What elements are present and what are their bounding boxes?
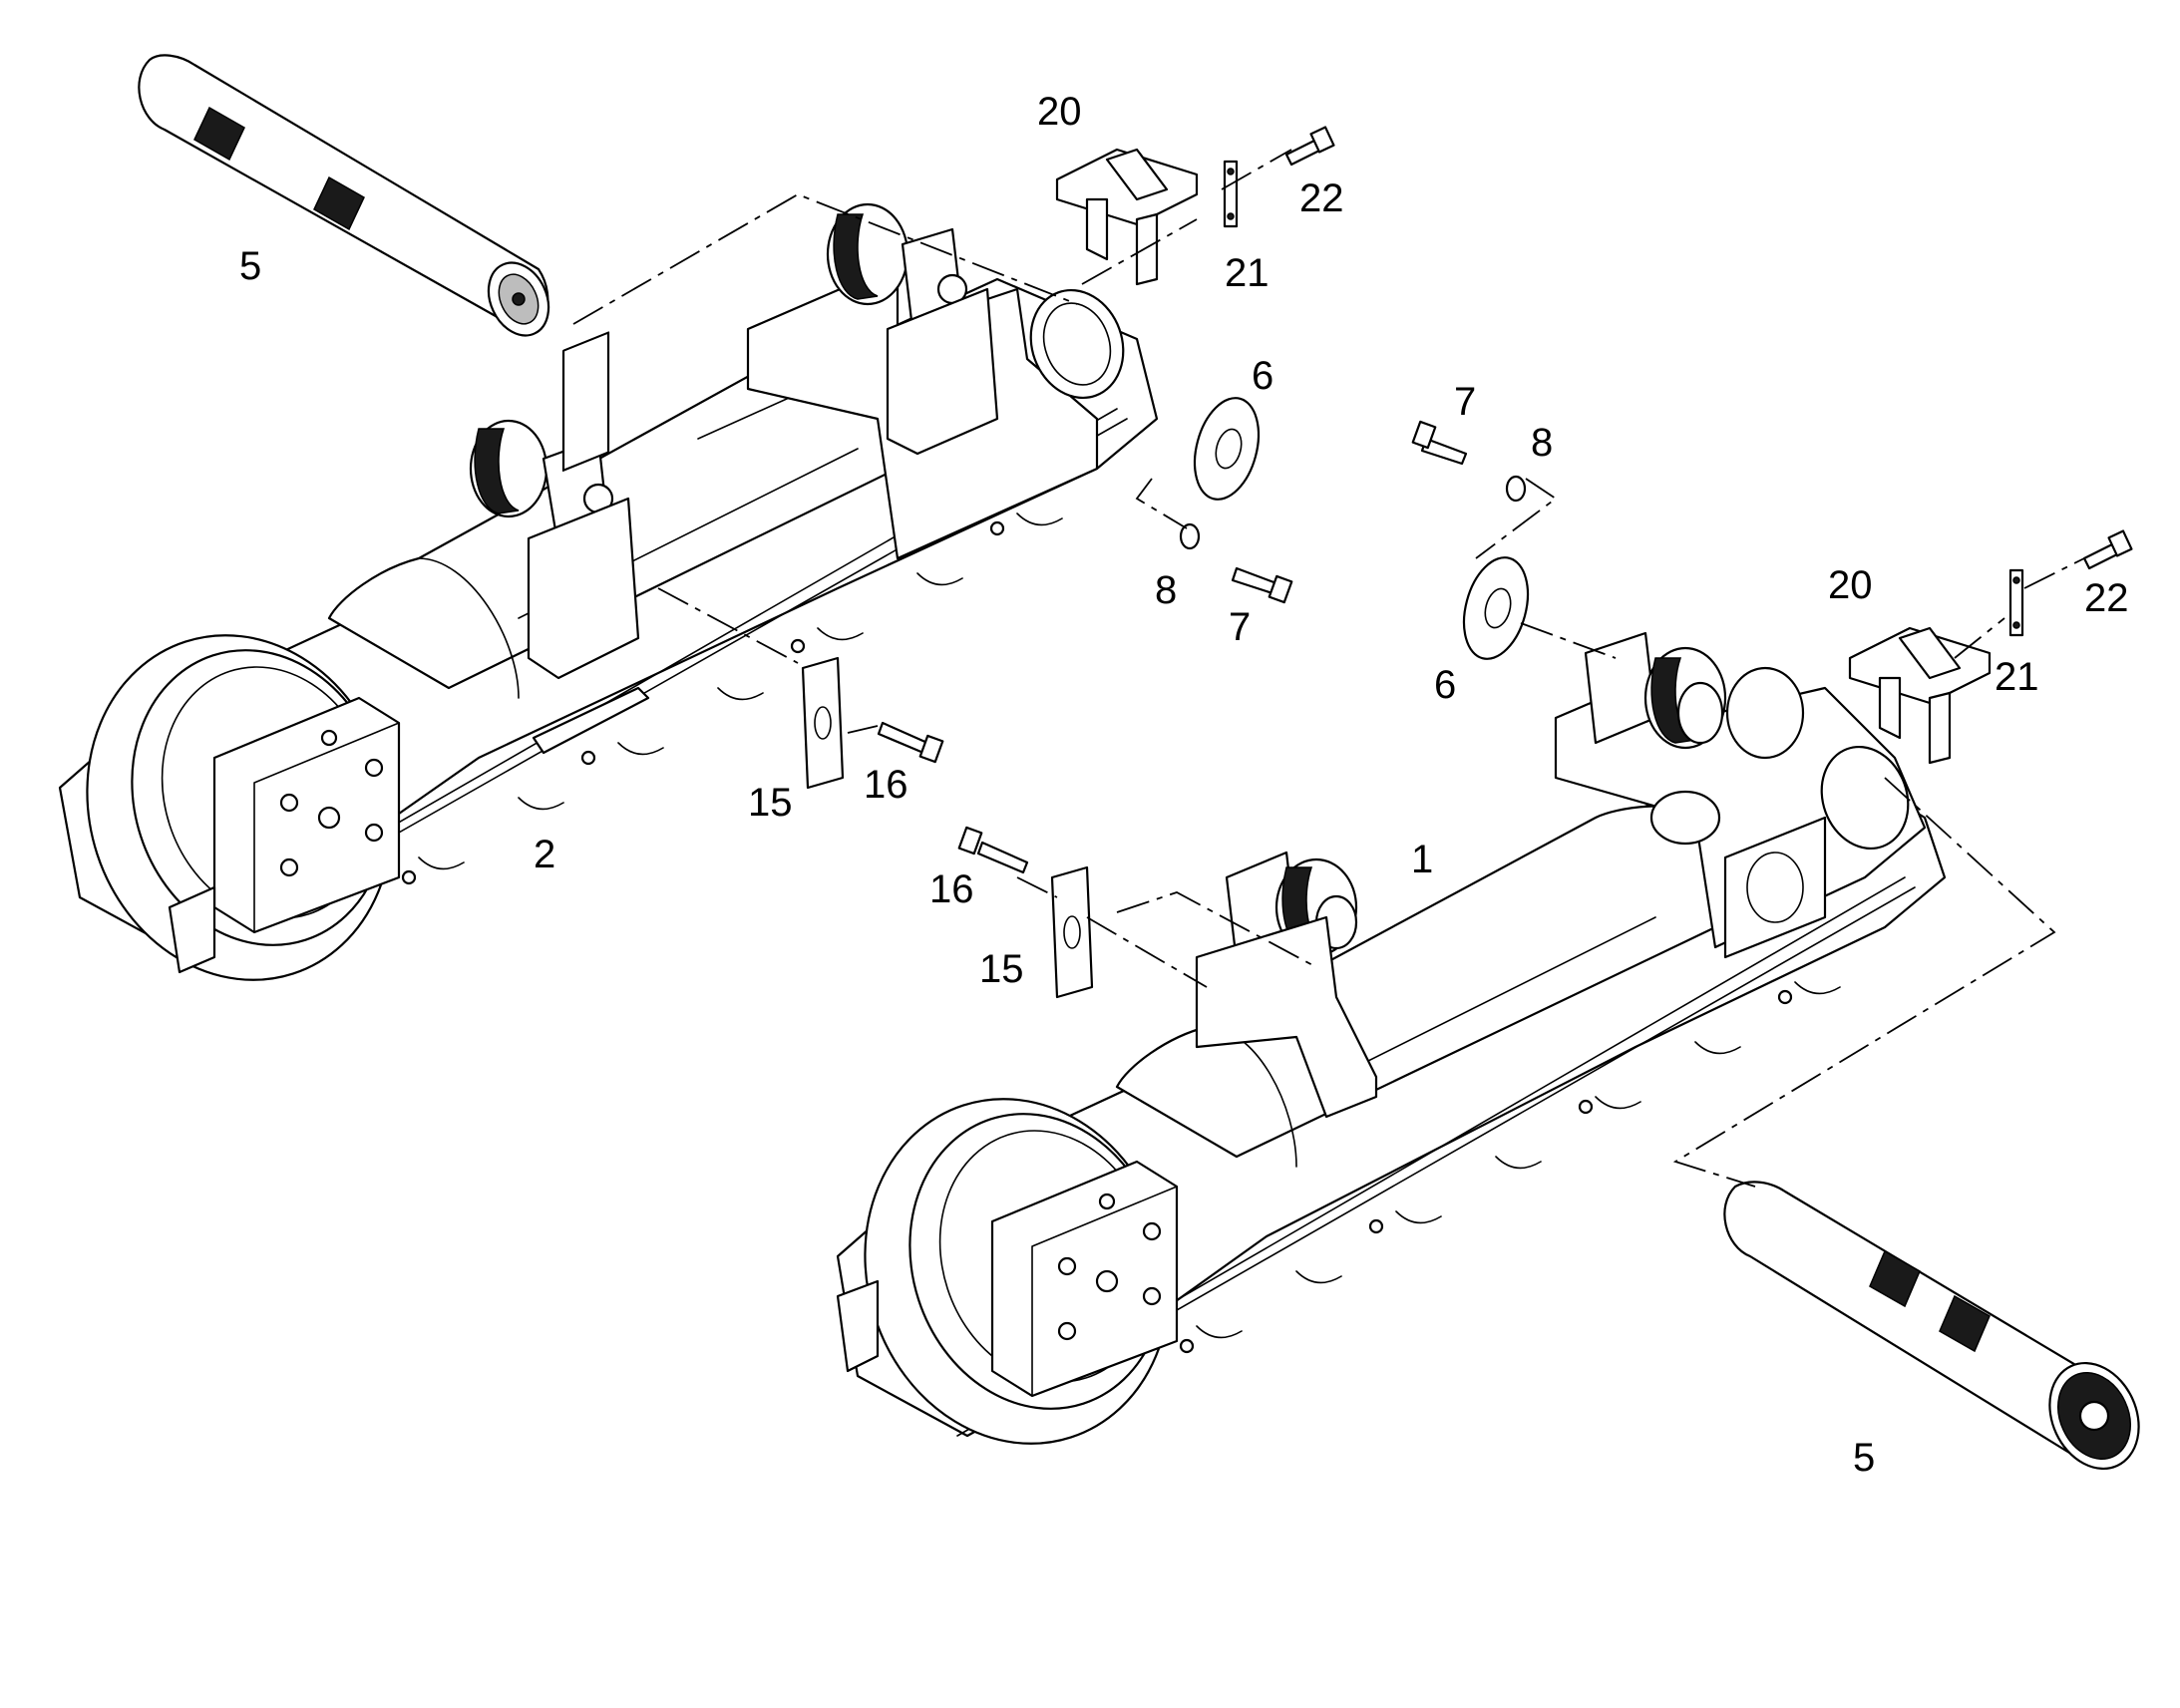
recoil-spring-upper-front: [469, 331, 650, 755]
bolt-22-right: [2082, 529, 2133, 570]
shaft-5-top: [138, 54, 550, 337]
bolt-16-right: [957, 826, 1029, 874]
bolt-7-bottom: [1231, 566, 1293, 604]
idler-wheel-lower: [836, 1098, 1179, 1445]
label-item-15-left: 15: [748, 781, 793, 825]
label-item-20-right: 20: [1828, 563, 1873, 607]
label-item-8-bottom: 8: [1155, 568, 1177, 612]
label-item-20-left: 20: [1037, 90, 1082, 134]
label-item-8-top: 8: [1531, 421, 1553, 465]
label-item-5-top: 5: [239, 244, 261, 288]
label-item-22-left: 22: [1299, 176, 1344, 220]
label-item-21-right: 21: [1995, 655, 2039, 699]
shim-21-left: [1223, 160, 1239, 228]
label-item-15-right: 15: [979, 947, 1024, 991]
label-item-7-bottom: 7: [1229, 605, 1251, 649]
shaft-5-bottom: [1723, 1181, 2140, 1471]
clamp-15-right: [1050, 865, 1094, 999]
label-item-6-top: 6: [1252, 354, 1273, 398]
recoil-spring-upper-rear: [826, 202, 999, 456]
bracket-20-right: [1848, 626, 1992, 765]
disc-6-bottom: [1462, 556, 1530, 660]
shim-21-right: [2008, 568, 2024, 637]
washer-8-bottom: [1179, 522, 1201, 550]
label-item-6-bottom: 6: [1434, 663, 1456, 707]
assembly-lines: [572, 149, 2085, 1188]
track-frame-2: [58, 202, 1159, 981]
roller-bumps-upper: [291, 512, 1063, 940]
track-frame-1: [836, 631, 1947, 1445]
label-item-21-left: 21: [1225, 251, 1270, 295]
label-item-16-left: 16: [864, 763, 908, 807]
callout-labels: 1 2 5 5 6 6 7 7 8 8 15 15 16 16 20 20 21…: [239, 90, 2129, 1480]
label-item-22-right: 22: [2084, 576, 2129, 620]
label-item-5-bottom: 5: [1853, 1436, 1875, 1480]
idler-wheel-upper: [86, 634, 401, 981]
label-item-7-top: 7: [1454, 380, 1476, 424]
bracket-20-left: [1055, 148, 1199, 286]
bolt-16-left: [877, 721, 944, 764]
disc-6-top: [1193, 397, 1261, 501]
label-item-16-right: 16: [929, 867, 974, 911]
bolt-7-top: [1411, 420, 1468, 466]
label-item-2: 2: [534, 833, 555, 876]
recoil-spring-lower-front: [1195, 851, 1378, 1119]
clamp-15-left: [801, 656, 845, 790]
label-item-1: 1: [1411, 838, 1433, 881]
bolt-22-left: [1284, 126, 1335, 167]
washer-8-top: [1505, 475, 1527, 503]
recoil-spring-lower-rear: [1584, 631, 1805, 760]
